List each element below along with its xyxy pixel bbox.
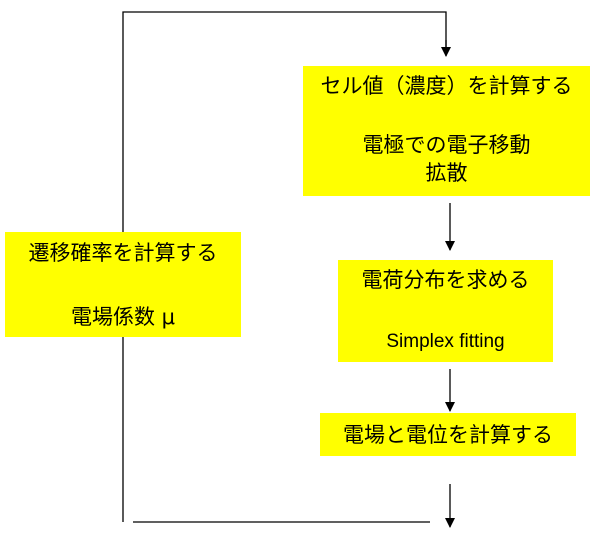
diffusion-label: 拡散 xyxy=(425,161,468,185)
cell-value-box: セル値（濃度）を計算する 電極での電子移動 拡散 xyxy=(303,66,590,196)
field-potential-box: 電場と電位を計算する xyxy=(320,413,576,456)
charge-distribution-title: 電荷分布を求める xyxy=(361,268,530,292)
electrode-electron-transfer-label: 電極での電子移動 xyxy=(362,133,531,157)
simplex-fitting-label: Simplex fitting xyxy=(386,331,505,352)
transition-probability-box: 遷移確率を計算する 電場係数 μ xyxy=(5,232,241,337)
field-coefficient-label: 電場係数 μ xyxy=(70,305,176,329)
transition-probability-title: 遷移確率を計算する xyxy=(28,241,218,265)
cell-value-title: セル値（濃度）を計算する xyxy=(320,74,573,98)
charge-distribution-box: 電荷分布を求める Simplex fitting xyxy=(338,260,553,362)
field-potential-title: 電場と電位を計算する xyxy=(343,423,553,447)
